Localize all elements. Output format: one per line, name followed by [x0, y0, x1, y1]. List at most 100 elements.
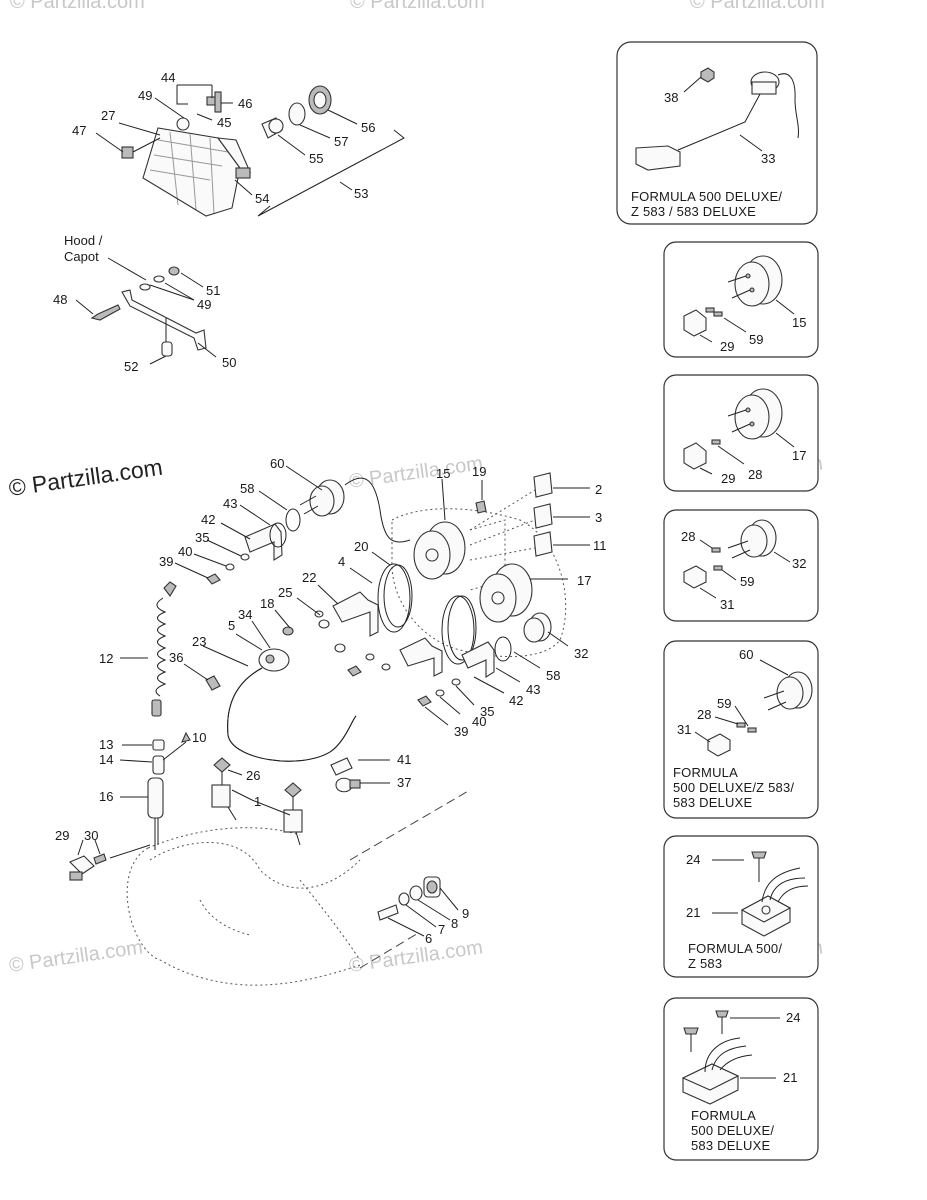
callout-2: 2 [595, 482, 602, 497]
switch-2 [533, 472, 553, 498]
callout-38: 38 [664, 90, 678, 105]
callout-40: 40 [178, 544, 192, 559]
callout-12: 12 [99, 651, 113, 666]
callout-33: 33 [761, 151, 775, 166]
callout-6: 6 [425, 931, 432, 946]
callout-13: 13 [99, 737, 113, 752]
terminal-28 [736, 722, 746, 728]
connector-tab [235, 167, 251, 179]
connector-31 [683, 565, 707, 589]
callout-29: 29 [55, 828, 69, 843]
callout-16: 16 [99, 789, 113, 804]
callout-35: 35 [195, 530, 209, 545]
callout-23: 23 [192, 634, 206, 649]
bolt-24 [715, 1010, 729, 1018]
watermark-faint: © Partzilla.com [348, 452, 485, 493]
callout-14: 14 [99, 752, 113, 767]
callout-41: 41 [397, 752, 411, 767]
callout-47: 47 [72, 123, 86, 138]
callout-48: 48 [53, 292, 67, 307]
nut-39 [206, 573, 221, 585]
ring-20 [377, 563, 411, 633]
callout-36: 36 [169, 650, 183, 665]
callout-50: 50 [222, 355, 236, 370]
terminal-28 [711, 547, 721, 553]
callout-44: 44 [161, 70, 175, 85]
panel-fuel-sender: 38 33 FORMULA 500 DELUXE/ Z 583 / 583 DE… [616, 41, 818, 225]
ring-bezel [447, 595, 477, 661]
bolt [90, 304, 121, 321]
adjuster-screw [214, 91, 222, 113]
connector-31 [707, 733, 731, 757]
watermark-faint: © Partzilla.com [8, 936, 145, 977]
callout-29: 29 [721, 471, 735, 486]
callout-28: 28 [681, 529, 695, 544]
callout-39b: 39 [454, 724, 468, 739]
headlight-labels: 44 49 46 27 45 47 55 57 56 54 53 [72, 70, 375, 206]
callout-42: 42 [201, 512, 215, 527]
callout-39: 39 [159, 554, 173, 569]
callout-31: 31 [720, 597, 734, 612]
watermark-faint: © Partzilla.com [350, 0, 485, 13]
callout-29: 29 [720, 339, 734, 354]
ring-58b [494, 636, 512, 662]
callout-59: 59 [717, 696, 731, 711]
callout-17: 17 [577, 573, 591, 588]
callout-40b: 40 [472, 714, 486, 729]
panel-gauge-17: 17 29 28 [663, 374, 819, 492]
switch-14 [152, 755, 165, 775]
bolt-24 [683, 1027, 699, 1035]
callout-32: 32 [574, 646, 588, 661]
callout-20: 20 [354, 539, 368, 554]
callout-15: 15 [792, 315, 806, 330]
capot-label: Capot [64, 249, 99, 264]
ring-43 [269, 522, 287, 548]
callout-55: 55 [309, 151, 323, 166]
callout-53: 53 [354, 186, 368, 201]
callout-42b: 42 [509, 693, 523, 708]
caption-line: FORMULA 500/ [688, 941, 782, 956]
callout-21: 21 [783, 1070, 797, 1085]
bulb-19 [475, 500, 487, 514]
callout-15: 15 [436, 466, 450, 481]
watermark-faint: © Partzilla.com [348, 936, 485, 977]
callout-18: 18 [260, 596, 274, 611]
callout-27: 27 [101, 108, 115, 123]
nut-39b [417, 695, 432, 707]
caption-line: Z 583 [688, 956, 722, 971]
callout-28: 28 [697, 707, 711, 722]
callout-5: 5 [228, 618, 235, 633]
callout-45: 45 [217, 115, 231, 130]
headlight-assembly [95, 84, 405, 217]
callout-56: 56 [361, 120, 375, 135]
connector-29 [683, 309, 707, 337]
callout-31: 31 [677, 722, 691, 737]
callout-9: 9 [462, 906, 469, 921]
watermark-main: © Partzilla.com [7, 454, 164, 501]
panel-regulator-500: 24 21 FORMULA 500/ Z 583 [663, 835, 819, 978]
callout-10: 10 [192, 730, 206, 745]
panel-gauge-60: 60 59 28 31 FORMULA 500 DELUXE/Z 583/ 58… [663, 640, 819, 819]
connector-1a [211, 784, 231, 808]
switch-16 [147, 777, 164, 819]
callout-37: 37 [397, 775, 411, 790]
hood-labels: Hood / Capot 48 51 49 52 50 [53, 233, 236, 374]
caption-line: 500 DELUXE/ [691, 1123, 774, 1138]
bracket-42b [461, 641, 495, 678]
float [635, 145, 681, 171]
terminal-59 [713, 565, 723, 571]
bracket-plate [121, 289, 207, 351]
callout-60: 60 [739, 647, 753, 662]
terminal-30 [93, 853, 107, 865]
callout-19: 19 [472, 464, 486, 479]
connector-29 [683, 442, 707, 470]
callout-30: 30 [84, 828, 98, 843]
callout-59: 59 [749, 332, 763, 347]
callout-8: 8 [451, 916, 458, 931]
callout-46: 46 [238, 96, 252, 111]
caption-line: Z 583 / 583 DELUXE [631, 204, 756, 219]
callout-54: 54 [255, 191, 269, 206]
caption-line: FORMULA [673, 765, 738, 780]
callout-58: 58 [240, 481, 254, 496]
